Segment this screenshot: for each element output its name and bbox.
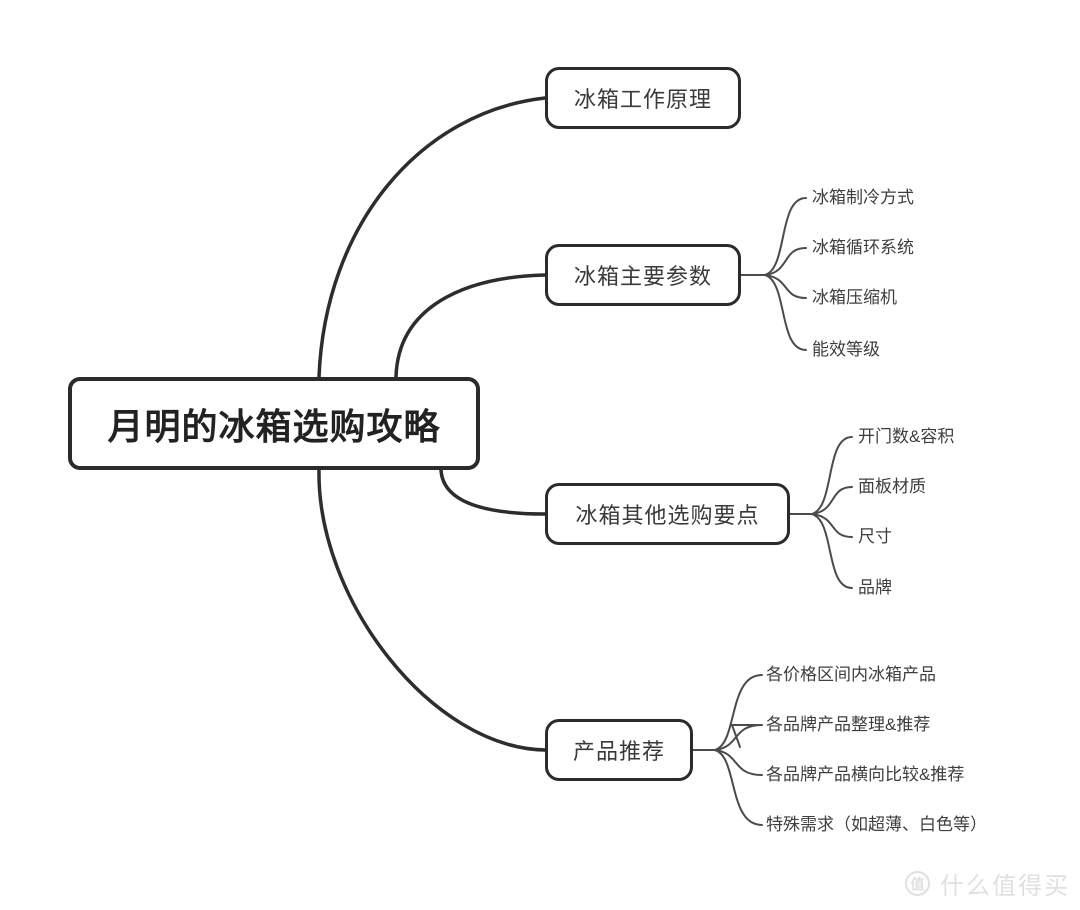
- branch-node-label: 产品推荐: [572, 739, 665, 764]
- child-topic[interactable]: 冰箱压缩机: [812, 288, 897, 307]
- link-root-to-branch-0: [317, 96, 547, 379]
- child-topic[interactable]: 能效等级: [812, 340, 880, 359]
- link-branch-1-child-1: [764, 247, 807, 276]
- branch-node-label: 冰箱主要参数: [573, 264, 712, 289]
- child-topic[interactable]: 冰箱制冷方式: [812, 188, 914, 207]
- child-topic[interactable]: 尺寸: [858, 527, 892, 546]
- child-topic[interactable]: 各品牌产品整理&推荐: [766, 715, 931, 734]
- branch-node-product-recommendation[interactable]: 产品推荐: [545, 719, 693, 781]
- child-topic[interactable]: 各价格区间内冰箱产品: [766, 665, 936, 684]
- child-topic[interactable]: 冰箱循环系统: [812, 238, 914, 257]
- link-branch-3-child-1: [714, 724, 763, 751]
- child-topic[interactable]: 面板材质: [858, 477, 926, 496]
- watermark: 值 什么值得买: [905, 866, 1070, 901]
- smzdm-logo-icon: 值: [905, 871, 930, 896]
- child-topic[interactable]: 特殊需求（如超薄、白色等）: [766, 815, 987, 834]
- branch-node-label: 冰箱其他选购要点: [575, 503, 760, 528]
- link-root-to-branch-1: [394, 273, 547, 379]
- branch-node-label: 冰箱工作原理: [573, 87, 712, 112]
- watermark-text: 什么值得买: [940, 873, 1070, 900]
- branch-node-main-parameters[interactable]: 冰箱主要参数: [545, 244, 741, 306]
- root-node-label: 月明的冰箱选购攻略: [107, 405, 441, 447]
- root-node[interactable]: 月明的冰箱选购攻略: [68, 377, 480, 470]
- link-branch-1-child-0: [764, 197, 807, 276]
- link-branch-1-child-2: [764, 274, 807, 299]
- link-branch-3-child-3: [714, 749, 763, 826]
- link-branch-1-child-3: [764, 274, 807, 351]
- branch-node-working-principle[interactable]: 冰箱工作原理: [545, 67, 741, 129]
- child-topic[interactable]: 品牌: [858, 578, 892, 597]
- link-branch-3-child-2: [714, 749, 763, 776]
- link-branch-2-child-1: [811, 486, 853, 515]
- child-topic[interactable]: 各品牌产品横向比较&推荐: [766, 765, 965, 784]
- child-topic[interactable]: 开门数&容积: [858, 427, 955, 446]
- link-root-to-branch-3: [317, 468, 547, 752]
- link-branch-2-child-3: [811, 513, 853, 589]
- link-root-to-branch-2: [439, 468, 547, 516]
- link-branch-3-child-0: [714, 674, 763, 751]
- link-branch-2-child-0: [811, 436, 853, 515]
- link-branch-2-child-2: [811, 513, 853, 538]
- branch-node-other-points[interactable]: 冰箱其他选购要点: [545, 483, 790, 545]
